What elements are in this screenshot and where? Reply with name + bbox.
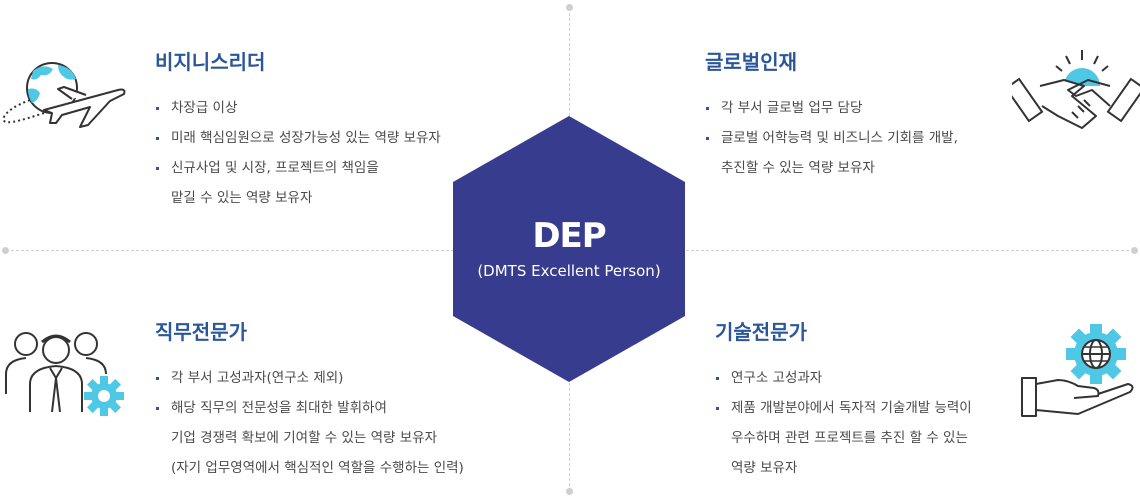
people-gear-icon xyxy=(0,322,135,421)
divider-dot-left xyxy=(2,247,9,254)
list-item: 각 부서 고성과자(연구소 제외) xyxy=(155,363,464,393)
list-item: 미래 핵심임원으로 성장가능성 있는 역량 보유자 xyxy=(155,123,441,153)
list-item: 연구소 고성과자 xyxy=(715,363,972,393)
center-title: DEP xyxy=(532,216,606,256)
center-subtitle: (DMTS Excellent Person) xyxy=(477,262,661,280)
list-item: 차장급 이상 xyxy=(155,93,441,123)
divider-dot-right xyxy=(1131,247,1138,254)
quadrant-title: 기술전문가 xyxy=(715,320,807,344)
center-hexagon: DEP (DMTS Excellent Person) xyxy=(453,116,685,382)
item-list: 차장급 이상 미래 핵심임원으로 성장가능성 있는 역량 보유자 신규사업 및 … xyxy=(155,93,441,213)
divider-dot-top xyxy=(566,4,573,11)
quadrant-title: 글로벌인재 xyxy=(705,50,797,74)
hexagon-shape xyxy=(453,116,685,382)
quadrant-title: 비지니스리더 xyxy=(155,50,266,74)
hand-gear-globe-icon xyxy=(1018,322,1138,426)
item-list: 각 부서 글로벌 업무 담당 글로벌 어학능력 및 비즈니스 기회를 개발,추진… xyxy=(705,93,958,183)
quadrant-job-expert: 직무전문가 각 부서 고성과자(연구소 제외) 해당 직무의 전문성을 최대한 … xyxy=(155,316,464,483)
quadrant-title: 직무전문가 xyxy=(155,320,247,344)
quadrant-business-leader: 비지니스리더 차장급 이상 미래 핵심임원으로 성장가능성 있는 역량 보유자 … xyxy=(155,46,441,213)
quadrant-global-talent: 글로벌인재 각 부서 글로벌 업무 담당 글로벌 어학능력 및 비즈니스 기회를… xyxy=(705,46,958,183)
divider-dot-bottom xyxy=(566,488,573,495)
handshake-icon xyxy=(1004,46,1140,150)
list-item: 각 부서 글로벌 업무 담당 xyxy=(705,93,958,123)
list-item: 글로벌 어학능력 및 비즈니스 기회를 개발,추진할 수 있는 역량 보유자 xyxy=(705,123,958,183)
globe-airplane-icon xyxy=(0,55,130,149)
